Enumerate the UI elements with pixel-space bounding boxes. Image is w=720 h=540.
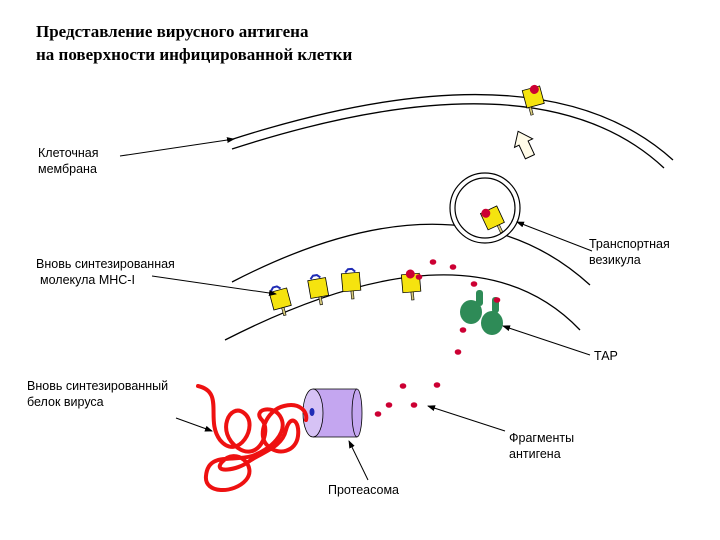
peptide-fragment	[493, 297, 501, 303]
peptide-fragment	[415, 274, 423, 280]
label-viral-protein: Вновь синтезированный белок вируса	[27, 378, 168, 410]
mhc-molecule-vesicle	[479, 205, 505, 234]
viral-protein-chain	[196, 384, 309, 493]
label-mhc: Вновь синтезированная молекула МНС-I	[36, 256, 175, 288]
peptide-fragment	[449, 264, 457, 270]
peptide-fragment	[385, 402, 393, 408]
mhc-molecule-er-1	[268, 285, 292, 317]
peptide-fragment	[429, 259, 437, 265]
mhc-molecule-surface	[521, 84, 545, 116]
peptide-fragment	[410, 402, 418, 408]
peptide-fragment	[399, 383, 407, 389]
label-antigen-fragments: Фрагменты антигена	[509, 430, 574, 462]
diagram-title: Представление вирусного антигена на пове…	[36, 20, 352, 66]
label-transport-vesicle-line-1: Транспортная	[589, 237, 670, 251]
label-mhc-line-1: Вновь синтезированная	[36, 257, 175, 271]
label-mhc-line-2: молекула МНС-I	[40, 273, 135, 287]
label-cell-membrane-line-1: Клеточная	[38, 146, 99, 160]
pointer-cell-membrane	[119, 137, 235, 157]
mhc-molecule-er-4	[400, 269, 422, 301]
peptide-fragment	[454, 349, 462, 355]
label-antigen-fragments-line-1: Фрагменты	[509, 431, 575, 445]
pointer-viral-protein	[175, 417, 213, 432]
antigen-fragments	[374, 259, 501, 417]
mhc-molecule-er-2	[307, 273, 330, 306]
mhc-molecule-er-3	[340, 267, 362, 300]
title-line-2: на поверхности инфицированной клетки	[36, 45, 353, 64]
peptide-fragment	[470, 281, 478, 287]
pointer-lines	[119, 137, 593, 481]
label-cell-membrane: Клеточная мембрана	[38, 145, 99, 177]
proteasome	[302, 388, 363, 438]
pointer-vesicle	[516, 221, 593, 252]
label-proteasome: Протеасома	[328, 483, 399, 497]
peptide-fragment	[374, 411, 382, 417]
label-viral-protein-line-1: Вновь синтезированный	[27, 379, 169, 393]
title-line-1: Представление вирусного антигена	[36, 22, 309, 41]
label-transport-vesicle-line-2: везикула	[589, 253, 641, 267]
label-cell-membrane-line-2: мембрана	[38, 162, 97, 176]
export-arrow	[513, 130, 536, 160]
tap-transporter	[460, 290, 503, 335]
label-tap: ТАР	[594, 349, 618, 363]
cell-membrane	[229, 93, 674, 169]
er-membrane	[224, 223, 591, 341]
label-antigen-fragments-line-2: антигена	[509, 447, 561, 461]
pointer-tap	[502, 325, 591, 356]
peptide-fragment	[433, 382, 441, 388]
transport-vesicle	[449, 172, 521, 244]
label-viral-protein-line-2: белок вируса	[27, 395, 104, 409]
label-transport-vesicle: Транспортная везикула	[589, 236, 670, 268]
peptide-fragment	[459, 327, 467, 333]
pointer-mhc	[151, 275, 277, 296]
pointer-fragments	[427, 405, 506, 432]
pointer-proteasome	[348, 440, 369, 481]
